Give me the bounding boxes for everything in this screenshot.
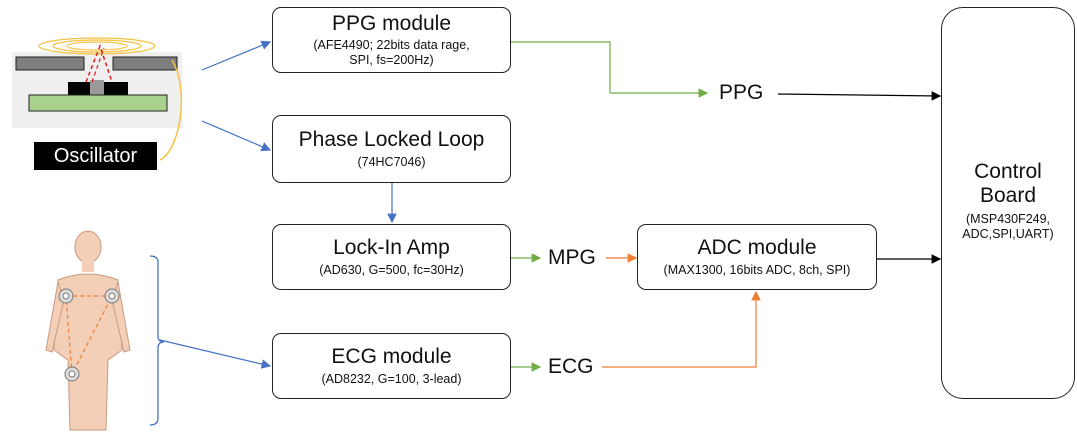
control-board-block: Control Board (MSP430F249, ADC,SPI,UART): [941, 7, 1075, 399]
oscillator-label: Oscillator: [34, 142, 157, 170]
adc-module-block: ADC module (MAX1300, 16bits ADC, 8ch, SP…: [637, 224, 877, 290]
pll-block: Phase Locked Loop (74HC7046): [272, 115, 511, 183]
lockin-title: Lock-In Amp: [333, 236, 450, 259]
adc-module-detail: (MAX1300, 16bits ADC, 8ch, SPI): [663, 263, 851, 277]
control-board-title-2: Board: [979, 184, 1037, 207]
arrow-ppg-to-control: [777, 91, 942, 101]
lockin-amp-block: Lock-In Amp (AD630, G=500, fc=30Hz): [272, 224, 511, 290]
ppg-signal-label: PPG: [719, 81, 764, 104]
ppg-module-title: PPG module: [331, 12, 452, 35]
ecg-signal-label: ECG: [548, 355, 594, 378]
arrow-osc-to-pll: [201, 120, 272, 152]
ecg-module-detail: (AD8232, G=100, 3-lead): [321, 372, 462, 386]
optical-sensor-illustration: [12, 37, 183, 161]
arrow-body-to-ecg: [159, 339, 272, 369]
arrow-ppg-module-to-ppg: [511, 41, 709, 98]
adc-module-title: ADC module: [697, 236, 817, 259]
mpg-signal-label: MPG: [548, 246, 596, 269]
arrow-osc-to-ppg: [201, 40, 272, 71]
control-board-title-1: Control: [974, 160, 1042, 183]
pll-title: Phase Locked Loop: [298, 128, 485, 151]
ppg-module-block: PPG module (AFE4490; 22bits data rage, S…: [272, 7, 511, 73]
human-body-illustration: [45, 230, 165, 431]
pll-detail: (74HC7046): [357, 155, 426, 169]
ppg-module-detail-1: (AFE4490; 22bits data rage,: [313, 38, 470, 52]
ecg-module-title: ECG module: [331, 345, 452, 368]
lockin-detail: (AD630, G=500, fc=30Hz): [319, 263, 464, 277]
control-board-detail-2: ADC,SPI,UART): [962, 227, 1054, 241]
control-board-detail-1: (MSP430F249,: [965, 212, 1051, 226]
ecg-module-block: ECG module (AD8232, G=100, 3-lead): [272, 333, 511, 399]
arrow-ecg-to-adc: [602, 290, 761, 368]
ppg-module-detail-2: SPI, fs=200Hz): [349, 53, 434, 67]
